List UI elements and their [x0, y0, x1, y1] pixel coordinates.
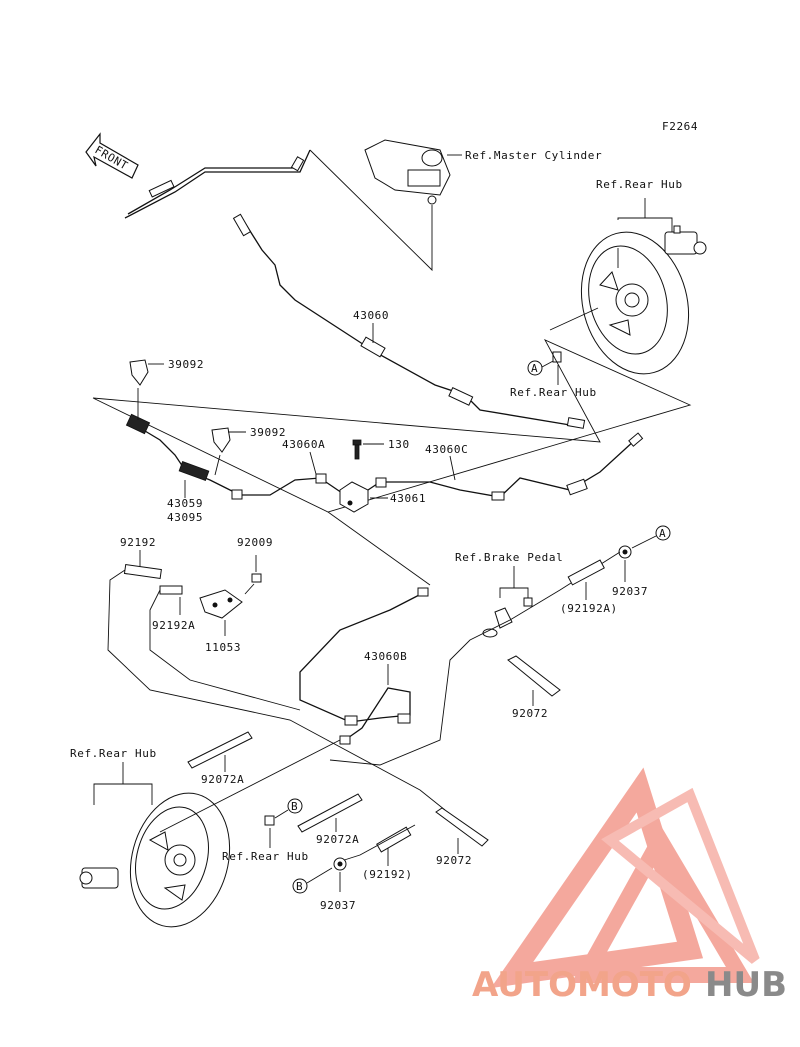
wheel-cylinder-bottom-icon [79, 867, 119, 889]
part-43060A: 43060A [282, 438, 325, 451]
automotohub-logo [490, 767, 760, 989]
part-39092-top: 39092 [168, 358, 204, 371]
ref-rear-hub-bottom-left-label: Ref.Rear Hub [70, 747, 157, 760]
equalizer-11053-icon [199, 589, 243, 619]
brake-pedal-bracket-icon [482, 597, 533, 638]
svg-text:A: A [531, 362, 538, 375]
part-92072A-bottom: 92072A [316, 833, 359, 846]
bolt-130-icon [352, 439, 362, 460]
cable-tie-92072-bottom-icon [435, 807, 489, 847]
part-43060B: 43060B [364, 650, 407, 663]
cable-tie-92072A-bottom-icon [297, 793, 363, 833]
master-cylinder-icon [364, 139, 451, 205]
flexible-brake-hose-icon [125, 413, 241, 496]
clip-39092-top-icon [129, 359, 149, 386]
ref-master-cylinder-label: Ref.Master Cylinder [465, 149, 602, 162]
three-way-joint-icon [339, 481, 369, 513]
grommet-icon [264, 815, 275, 826]
rear-brake-drum-bottom-icon [129, 792, 231, 928]
cable-tie-92072A-left-icon [187, 731, 253, 769]
part-11053: 11053 [205, 641, 241, 654]
cable-tie-92072-right-icon [507, 655, 561, 697]
marker-b-top [287, 798, 303, 814]
watermark-text-hub: HUB [705, 965, 787, 1005]
marker-a-mid [527, 360, 543, 376]
wheel-cylinder-top-icon [664, 225, 707, 255]
part-92009: 92009 [237, 536, 273, 549]
part-92192: 92192 [120, 536, 156, 549]
ref-rear-hub-mid-label: Ref.Rear Hub [510, 386, 597, 399]
ref-rear-hub-bottom-mid-label: Ref.Rear Hub [222, 850, 309, 863]
ref-brake-pedal-label: Ref.Brake Pedal [455, 551, 563, 564]
part-92072-bottom: 92072 [436, 854, 472, 867]
part-43061: 43061 [390, 492, 426, 505]
clip-39092-mid-icon [211, 427, 231, 453]
part-130: 130 [388, 438, 410, 451]
part-39092-mid: 39092 [250, 426, 286, 439]
clamp-92037-bottom-icon [333, 857, 347, 871]
figure-code: F2264 [662, 120, 698, 133]
watermark-text-auto: AUTOMOTO [472, 965, 692, 1005]
marker-b-bottom [292, 878, 308, 894]
part-92192A-paren: (92192A) [560, 602, 618, 615]
clamp-92037-top-icon [618, 545, 632, 559]
rear-brake-drum-top-icon [580, 231, 690, 375]
part-92037-top: 92037 [612, 585, 648, 598]
part-92192A: 92192A [152, 619, 195, 632]
part-92037-bottom: 92037 [320, 899, 356, 912]
ref-rear-hub-top-label: Ref.Rear Hub [596, 178, 683, 191]
part-43060C: 43060C [425, 443, 468, 456]
svg-text:B: B [296, 880, 303, 893]
part-92072-right: 92072 [512, 707, 548, 720]
part-43060: 43060 [353, 309, 389, 322]
part-43095: 43095 [167, 511, 203, 524]
front-arrow-icon: FRONT [85, 132, 139, 179]
part-43059: 43059 [167, 497, 203, 510]
marker-a-top [655, 525, 671, 541]
part-92072A-left: 92072A [201, 773, 244, 786]
svg-text:A: A [659, 527, 666, 540]
nut-92009-icon [251, 573, 262, 583]
part-92192-paren: (92192) [362, 868, 413, 881]
svg-text:B: B [291, 800, 298, 813]
